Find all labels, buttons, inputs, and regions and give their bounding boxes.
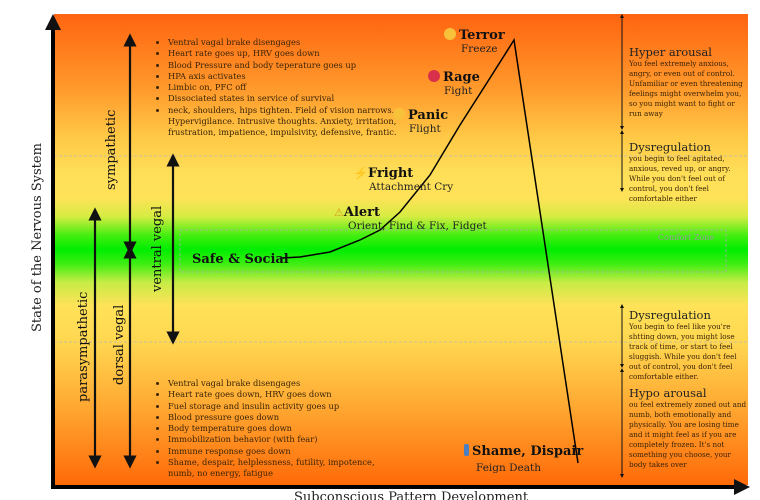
- section-title: Dysregulation: [629, 140, 711, 154]
- comfort-zone-label: Comfort Zone: [658, 233, 715, 242]
- bullet: Heart rate goes down, HRV goes down: [168, 389, 398, 400]
- state-curve: [281, 37, 579, 464]
- state-safe-social: Safe & Social: [192, 248, 289, 267]
- state-title: Terror: [459, 28, 505, 43]
- state-subtitle: Attachment Cry: [369, 181, 454, 193]
- bullet: Body temperature goes down: [168, 423, 398, 434]
- state-subtitle: Freeze: [461, 43, 498, 55]
- dorsal-vegal-label: dorsal vegal: [112, 304, 127, 385]
- angry-face-icon: [428, 70, 440, 82]
- kneeling-person-icon: [464, 444, 469, 456]
- section-text: You feel extremely anxious, angry, or ev…: [629, 59, 743, 118]
- comfort-zone-box: [179, 229, 727, 273]
- parasympathetic-label: parasympathetic: [76, 291, 91, 402]
- state-title: Safe & Social: [192, 252, 289, 267]
- sympathetic-bullet-list: Ventral vagal brake disengages Heart rat…: [154, 37, 398, 139]
- bullet: Shame, despair, helplessness, futility, …: [168, 457, 398, 480]
- state-alert: ⚠Alert Orient, Find & Fix, Fidget: [334, 201, 487, 232]
- state-title: Rage: [443, 70, 480, 85]
- section-title: Hyper arousal: [629, 45, 712, 59]
- state-title: Fright: [367, 166, 414, 181]
- section-title: Hypo arousal: [629, 386, 707, 400]
- state-panic: Panic Flight: [393, 104, 448, 135]
- section-text: ou feel extremely zoned out and numb, bo…: [629, 400, 747, 469]
- bullet: Blood pressure goes down: [168, 412, 398, 423]
- dysregulation-upper-section: Dysregulation you begin to feel agitated…: [629, 140, 747, 204]
- bullet: Ventral vagal brake disengages: [168, 37, 398, 48]
- state-title: Alert: [343, 205, 381, 220]
- dysregulation-lower-section: Dysregulation You begin to feel like you…: [629, 308, 747, 382]
- state-subtitle: Feign Death: [476, 462, 541, 474]
- hypo-arousal-section: Hypo arousal ou feel extremely zoned out…: [629, 386, 747, 470]
- sympathetic-label: sympathetic: [104, 109, 119, 190]
- state-subtitle: Flight: [409, 123, 441, 135]
- bullet: Immune response goes down: [168, 446, 398, 457]
- state-subtitle: Fight: [444, 85, 473, 97]
- section-text: you begin to feel agitated, anxious, rev…: [629, 154, 731, 203]
- warning-icon: ⚠: [334, 206, 344, 219]
- state-fright: ⚡Fright Attachment Cry: [353, 162, 453, 193]
- bullet: Immobilization behavior (with fear): [168, 434, 398, 445]
- state-terror: Terror Freeze: [444, 24, 505, 55]
- hyper-arousal-section: Hyper arousal You feel extremely anxious…: [629, 45, 747, 119]
- section-title: Dysregulation: [629, 308, 711, 322]
- x-axis-label: Subconscious Pattern Development: [294, 490, 529, 500]
- bullet: Fuel storage and insulin activity goes u…: [168, 401, 398, 412]
- exploding-head-icon: [444, 28, 456, 40]
- section-text: You begin to feel like you're shtting do…: [629, 322, 737, 381]
- bullet: HPA axis activates: [168, 71, 398, 82]
- state-title: Shame, Dispair: [472, 444, 584, 459]
- bullet: neck, shoulders, hips tighten. Field of …: [168, 105, 398, 139]
- state-title: Panic: [408, 108, 449, 123]
- bullet: Blood Pressure and body teperature goes …: [168, 60, 398, 71]
- lightning-icon: ⚡: [353, 166, 368, 180]
- state-rage: Rage Fight: [428, 66, 480, 97]
- bullet: Limbic on, PFC off: [168, 82, 398, 93]
- state-subtitle: Orient, Find & Fix, Fidget: [348, 220, 487, 232]
- bullet: Ventral vagal brake disengages: [168, 378, 398, 389]
- ventral-vegal-label: ventral vegal: [150, 205, 165, 292]
- y-axis-label: State of the Nervous System: [30, 143, 45, 332]
- bullet: Dissociated states in service of surviva…: [168, 93, 398, 104]
- screaming-face-icon: [393, 108, 405, 120]
- bullet: Heart rate goes up, HRV goes down: [168, 48, 398, 59]
- state-shame: Shame, Dispair Feign Death: [464, 440, 583, 474]
- dorsal-bullet-list: Ventral vagal brake disengages Heart rat…: [154, 378, 398, 480]
